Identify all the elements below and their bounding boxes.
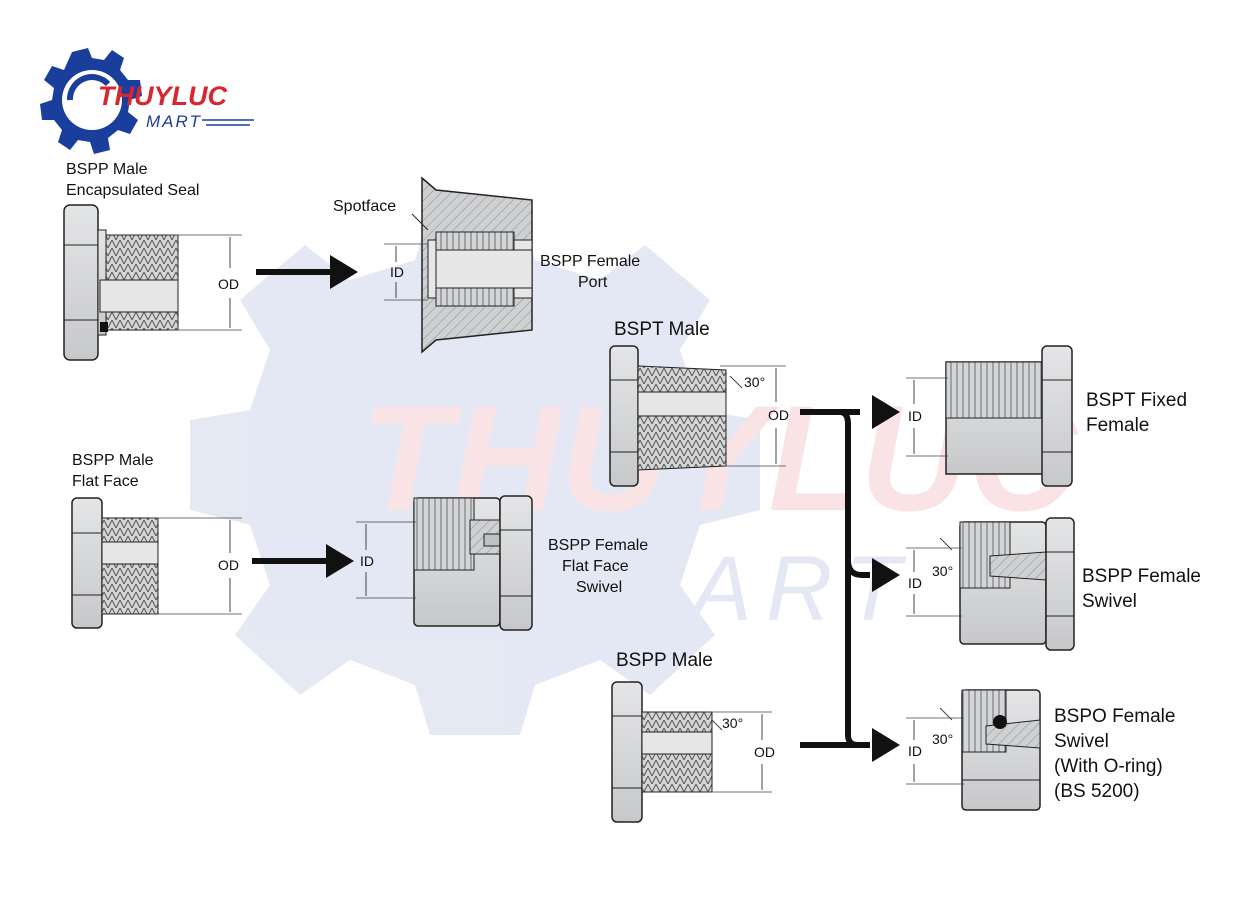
logo: THUYLUC MART [40,48,254,154]
bspt-fixed-female-label: BSPT Fixed [1086,390,1187,411]
bspp-female-ffs-label: Swivel [576,579,622,596]
bspt-male-label: BSPT Male [614,319,710,340]
od-label: OD [768,407,789,423]
od-dimension: OD 30° [720,365,789,467]
arrow [252,544,354,578]
watermark-gear-icon [190,210,760,735]
id-dimension: ID 30° [906,707,964,785]
branch-connector [800,409,870,748]
bspp-male-fitting [611,681,713,823]
bspt-fixed-female-label: Female [1086,415,1149,436]
bspt-fixed-female-fitting [945,345,1073,487]
id-label: ID [908,575,922,591]
id-label: ID [908,743,922,759]
bspo-label: Swivel [1054,731,1109,752]
bspo-label: BSPO Female [1054,706,1175,727]
spotface-leader [411,213,429,231]
bspp-male-flat-face-fitting [71,497,159,629]
angle-label: 30° [744,374,765,390]
logo-sub: MART [146,112,202,131]
bspp-male-label: BSPP Male [616,650,713,671]
bspo-label: (With O-ring) [1054,756,1163,777]
bspp-female-port-label: BSPP Female [540,253,640,270]
id-dimension: ID [906,377,948,457]
angle-label: 30° [932,731,953,747]
bspo-female-swivel-fitting [961,689,1041,811]
logo-brand: THUYLUC [98,81,227,111]
bspp-female-swivel-label: Swivel [1082,591,1137,612]
bspp-male-encap-label: BSPP Male [66,161,148,178]
arrow-head [872,395,900,429]
o-ring-icon [993,715,1007,729]
arrow-head [872,558,900,592]
od-dimension: OD [150,517,242,615]
angle-label: 30° [722,715,743,731]
bspp-female-port-fitting [421,176,533,354]
id-dimension: ID [384,243,428,301]
bspp-female-port-label: Port [578,274,608,291]
bspp-male-encapsulated-seal-fitting [63,204,179,361]
bspp-male-encap-label: Encapsulated Seal [66,182,199,199]
bspp-female-swivel-fitting [959,517,1075,651]
bspp-male-flat-label: BSPP Male [72,452,154,469]
id-label: ID [390,264,404,280]
bspp-female-ffs-label: Flat Face [562,558,629,575]
id-label: ID [360,553,374,569]
bspt-male-fitting [609,345,727,487]
bspp-female-swivel-label: BSPP Female [1082,566,1201,587]
id-label: ID [908,408,922,424]
bspp-male-flat-label: Flat Face [72,473,139,490]
bspp-female-ffs-label: BSPP Female [548,537,648,554]
od-label: OD [754,744,775,760]
bspp-female-flat-face-swivel-fitting [413,495,533,631]
angle-label: 30° [932,563,953,579]
od-dimension: OD 30° [706,711,775,793]
od-dimension: OD [168,234,242,331]
arrow-head [872,728,900,762]
id-dimension: ID 30° [906,537,962,617]
od-label: OD [218,276,239,292]
bspo-label: (BS 5200) [1054,781,1140,802]
od-label: OD [218,557,239,573]
arrow [256,255,358,289]
spotface-label: Spotface [333,198,396,215]
id-dimension: ID [356,521,416,599]
